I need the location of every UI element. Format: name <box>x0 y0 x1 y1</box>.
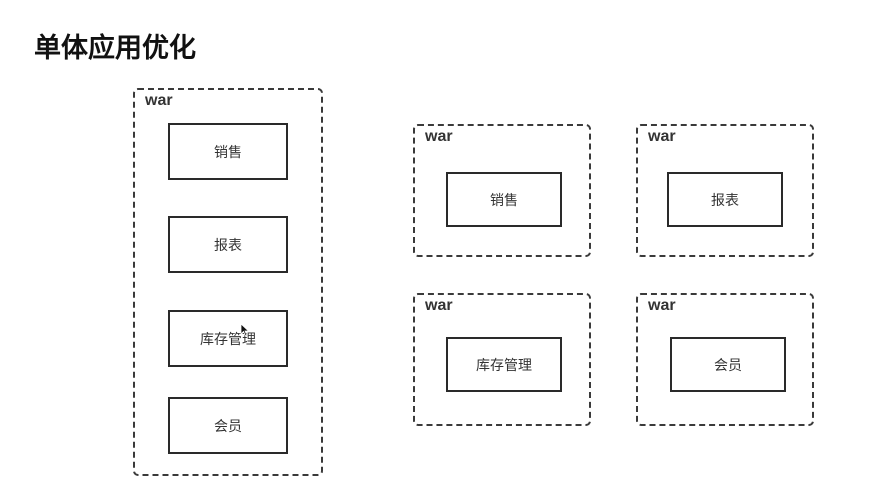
war-label: war <box>145 92 173 109</box>
split-war-container-reports: war <box>636 124 814 257</box>
war-label: war <box>648 297 676 314</box>
monolith-module-reports: 报表 <box>168 216 288 273</box>
war-label: war <box>425 128 453 145</box>
war-label: war <box>425 297 453 314</box>
mouse-cursor-icon <box>240 323 250 337</box>
monolith-module-sales: 销售 <box>168 123 288 180</box>
page-title: 单体应用优化 <box>34 33 196 64</box>
split-module-sales: 销售 <box>446 172 562 227</box>
monolith-module-inventory: 库存管理 <box>168 310 288 367</box>
split-war-container-sales: war <box>413 124 591 257</box>
split-module-inventory: 库存管理 <box>446 337 562 392</box>
war-label: war <box>648 128 676 145</box>
monolith-module-members: 会员 <box>168 397 288 454</box>
split-module-members: 会员 <box>670 337 786 392</box>
split-module-reports: 报表 <box>667 172 783 227</box>
split-war-container-inventory: war <box>413 293 591 426</box>
split-war-container-members: war <box>636 293 814 426</box>
monolith-war-container: war <box>133 88 323 476</box>
